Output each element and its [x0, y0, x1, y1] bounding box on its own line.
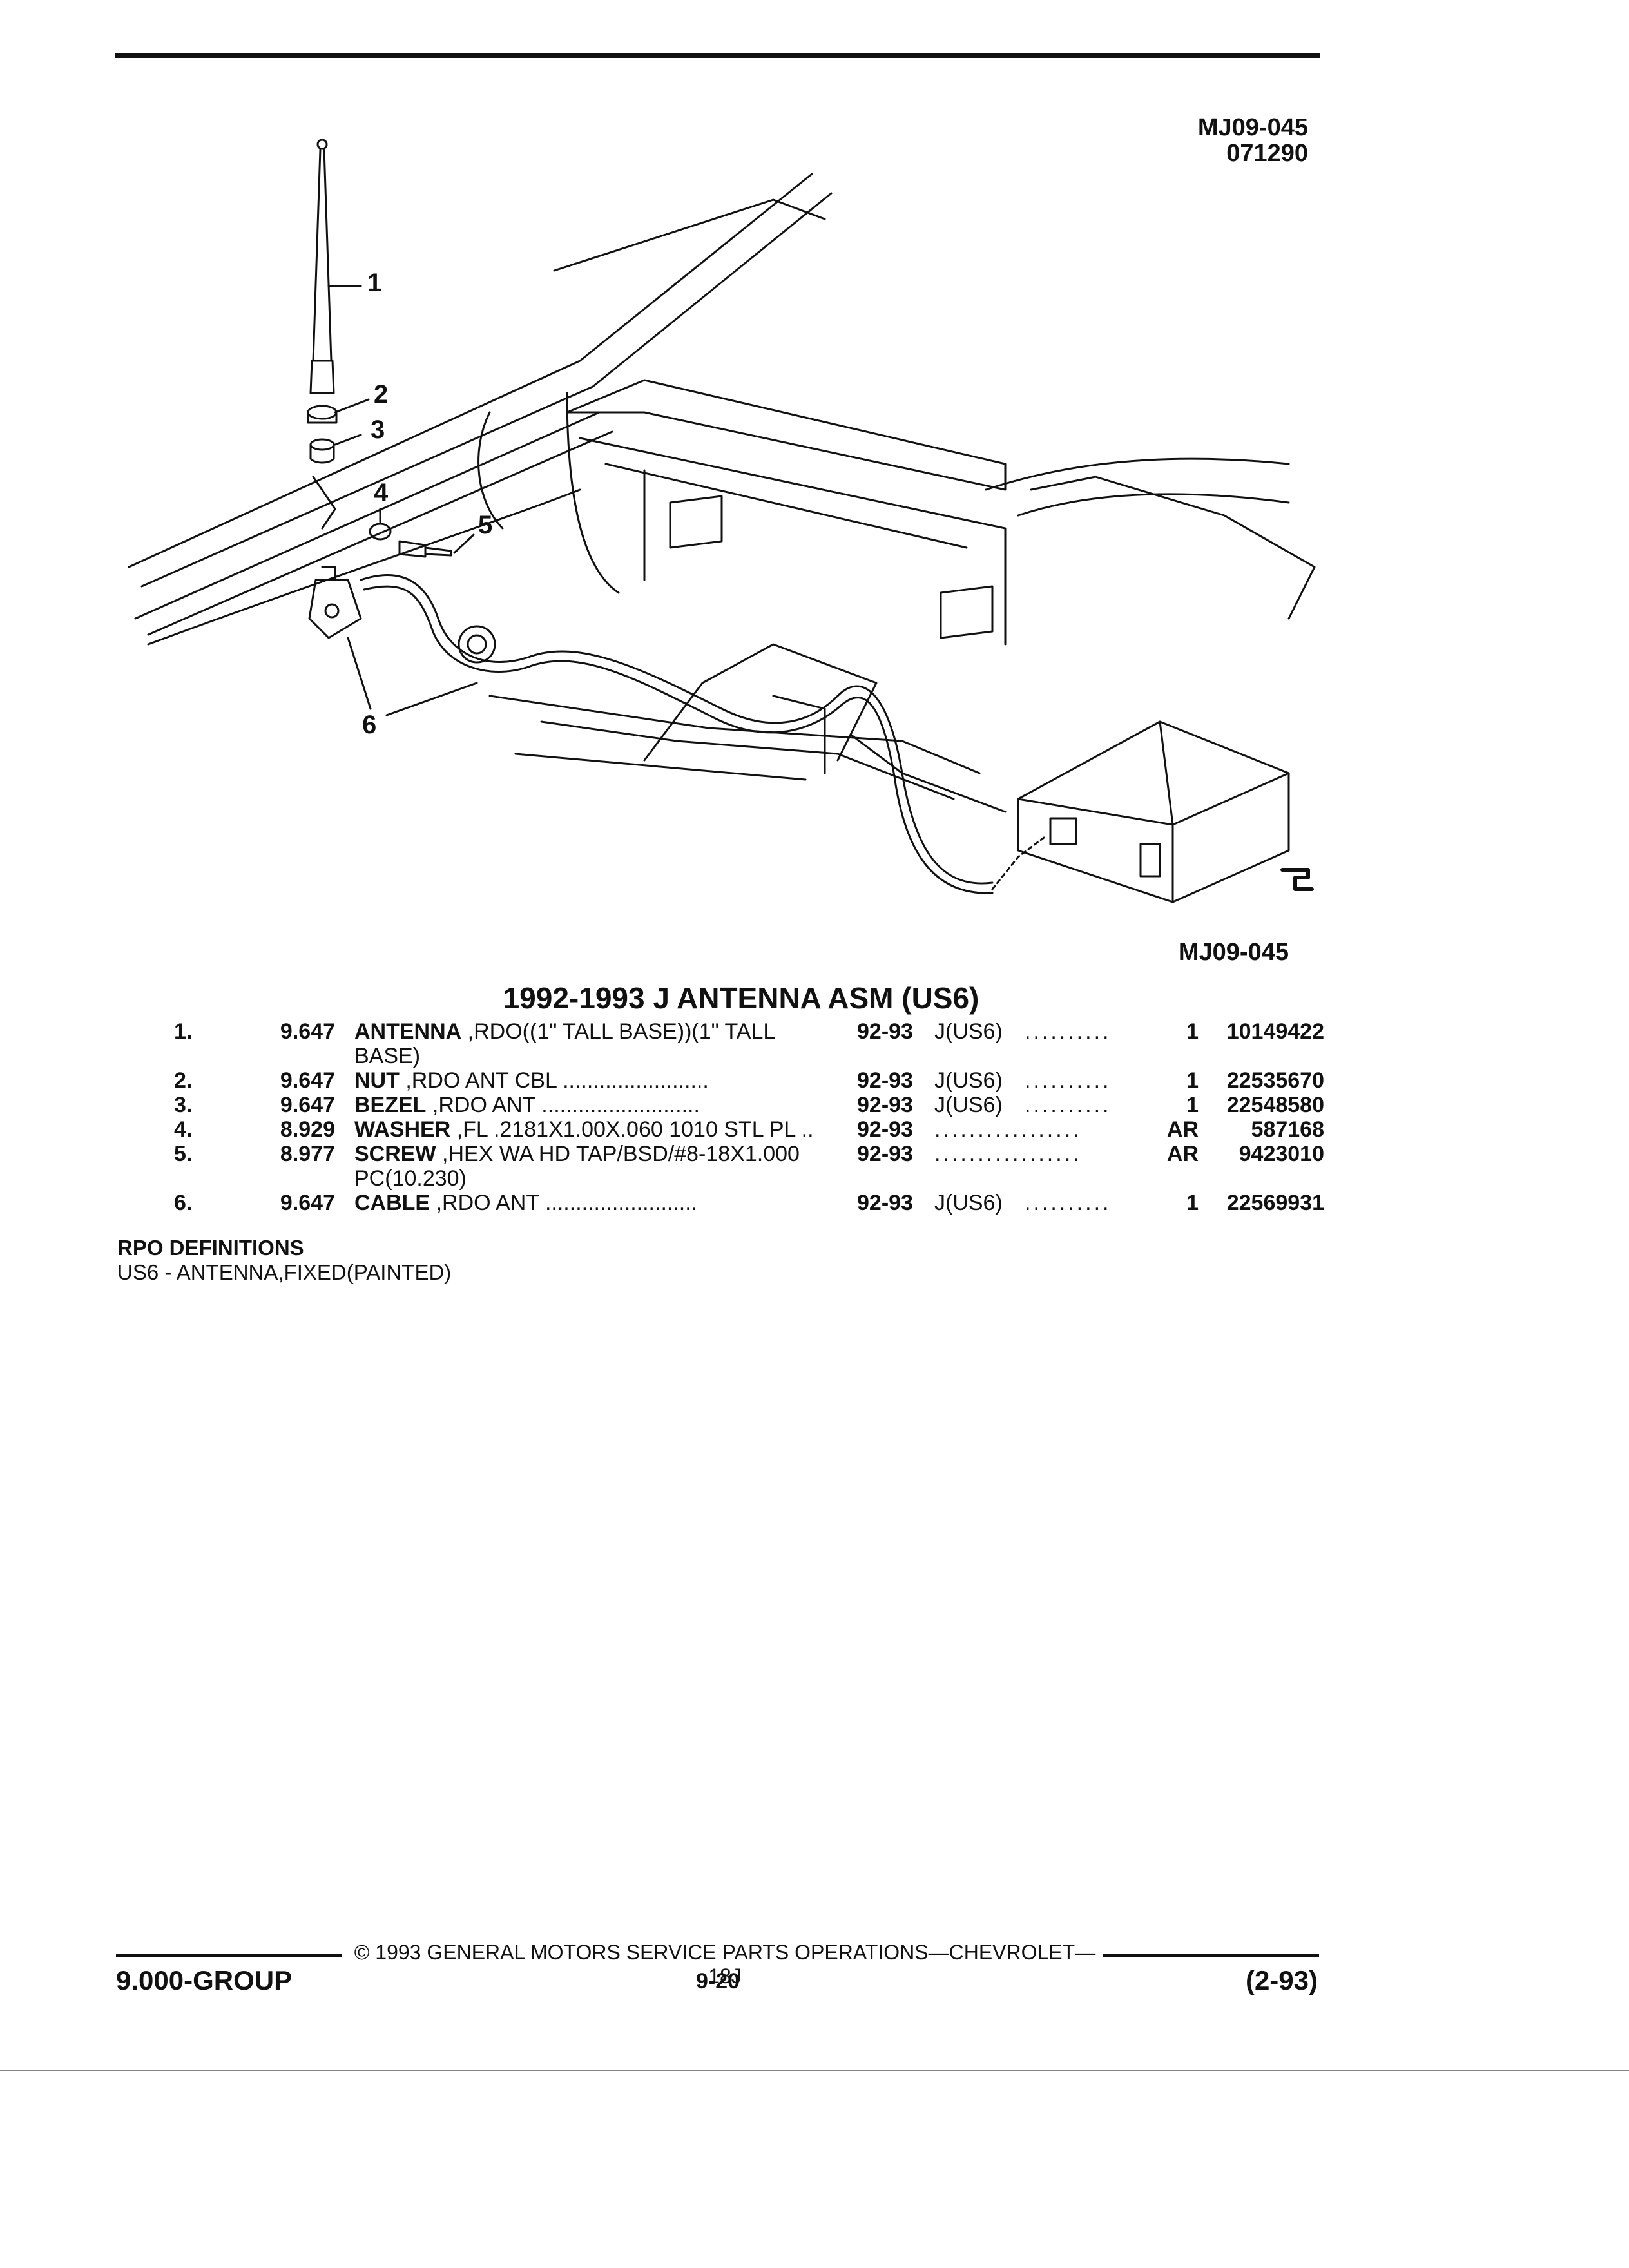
model-code: J(US6)	[934, 1068, 1003, 1093]
part-description: CABLE ,RDO ANT .........................	[354, 1191, 851, 1215]
rpo-definitions: RPO DEFINITIONS US6 - ANTENNA,FIXED(PAIN…	[117, 1236, 451, 1285]
parts-row: 4. 8.929 WASHER ,FL .2181X1.00X.060 1010…	[142, 1117, 1327, 1142]
quantity: 1	[1186, 1019, 1199, 1044]
parts-row: 3. 9.647 BEZEL ,RDO ANT ................…	[142, 1093, 1327, 1117]
model-code: J(US6)	[934, 1019, 1003, 1044]
bottom-rule	[0, 2070, 1629, 2071]
group-number: 9.647	[280, 1068, 335, 1093]
section-title: 1992-1993 J ANTENNA ASM (US6)	[503, 981, 979, 1015]
item-number: 4.	[174, 1117, 193, 1142]
part-detail: ,FL .2181X1.00X.060 1010 STL PL ..	[456, 1117, 814, 1142]
parts-row: 6. 9.647 CABLE ,RDO ANT ................…	[142, 1191, 1327, 1215]
part-description: SCREW ,HEX WA HD TAP/BSD/#8-18X1.000 PC(…	[354, 1142, 851, 1191]
parts-row: 2. 9.647 NUT ,RDO ANT CBL ..............…	[142, 1068, 1327, 1093]
page-number: 9-20	[695, 1969, 740, 1994]
group-number: 9.647	[280, 1019, 335, 1044]
quantity: 1	[1186, 1068, 1199, 1093]
part-detail: ,RDO ANT ..........................	[432, 1093, 700, 1117]
part-name: CABLE	[354, 1191, 430, 1215]
rpo-heading: RPO DEFINITIONS	[117, 1236, 304, 1260]
leader-dots: ..........	[1025, 1019, 1112, 1044]
part-name: SCREW	[354, 1142, 436, 1166]
year-range: 92-93	[857, 1191, 913, 1215]
footer-group: 9.000-GROUP	[116, 1965, 293, 1995]
item-number: 6.	[174, 1191, 193, 1215]
footer-rule-left	[116, 1954, 342, 1957]
item-number: 2.	[174, 1068, 193, 1093]
part-detail: ,RDO((1" TALL BASE))(1" TALL	[467, 1019, 776, 1044]
leader-dots: ..........	[1025, 1191, 1112, 1215]
year-range: 92-93	[857, 1019, 913, 1044]
year-range: 92-93	[857, 1142, 913, 1166]
callout-4: 4	[374, 479, 389, 507]
callout-2: 2	[374, 380, 388, 408]
item-number: 1.	[174, 1019, 193, 1044]
callout-6: 6	[362, 711, 376, 739]
quantity: 1	[1186, 1191, 1199, 1215]
leader-dots: .................	[934, 1117, 1082, 1142]
part-number: 22535670	[1226, 1068, 1324, 1093]
antenna-exploded-illustration: 1 2 3 4 5 6	[128, 139, 1316, 903]
item-number: 3.	[174, 1093, 193, 1117]
year-range: 92-93	[857, 1117, 913, 1142]
drawing-date: 071290	[1226, 140, 1308, 167]
year-range: 92-93	[857, 1093, 913, 1117]
quantity: 1	[1186, 1093, 1199, 1117]
part-name: ANTENNA	[354, 1019, 462, 1044]
callout-3: 3	[371, 416, 385, 444]
top-rule	[115, 53, 1320, 58]
model-code: J(US6)	[934, 1191, 1003, 1215]
part-name: NUT	[354, 1068, 400, 1093]
part-number: 587168	[1251, 1117, 1324, 1142]
part-name: BEZEL	[354, 1093, 427, 1117]
group-number: 8.977	[280, 1142, 335, 1166]
item-number: 5.	[174, 1142, 193, 1166]
part-number: 22569931	[1226, 1191, 1324, 1215]
group-number: 9.647	[280, 1093, 335, 1117]
part-detail: ,RDO ANT CBL ........................	[405, 1068, 709, 1093]
rpo-definition: US6 - ANTENNA,FIXED(PAINTED)	[117, 1260, 452, 1284]
callout-1: 1	[367, 269, 381, 297]
part-number: 22548580	[1226, 1093, 1324, 1117]
quantity: AR	[1166, 1117, 1199, 1142]
part-description: ANTENNA ,RDO((1" TALL BASE))(1" TALL BAS…	[354, 1019, 851, 1068]
copyright-line: © 1993 GENERAL MOTORS SERVICE PARTS OPER…	[354, 1941, 1096, 1988]
leader-dots: ..........	[1025, 1093, 1112, 1117]
part-description: WASHER ,FL .2181X1.00X.060 1010 STL PL .…	[354, 1117, 851, 1142]
part-name: WASHER	[354, 1117, 451, 1142]
parts-row: 5. 8.977 SCREW ,HEX WA HD TAP/BSD/#8-18X…	[142, 1142, 1327, 1191]
part-detail: ,RDO ANT .........................	[436, 1191, 698, 1215]
model-code: J(US6)	[934, 1093, 1003, 1117]
group-number: 9.647	[280, 1191, 335, 1215]
part-detail-cont: BASE)	[354, 1044, 421, 1068]
leader-dots: ..........	[1025, 1068, 1112, 1093]
drawing-code: MJ09-045 071290	[1095, 115, 1308, 166]
quantity: AR	[1166, 1142, 1199, 1166]
illustration-code: MJ09-045	[1178, 939, 1289, 966]
part-detail: ,HEX WA HD TAP/BSD/#8-18X1.000	[442, 1142, 800, 1166]
leader-dots: .................	[934, 1142, 1082, 1166]
group-number: 8.929	[280, 1117, 335, 1142]
callout-5: 5	[478, 511, 492, 539]
part-description: BEZEL ,RDO ANT .........................…	[354, 1093, 851, 1117]
revision-code: (2-93)	[1245, 1965, 1318, 1995]
parts-list: 1. 9.647 ANTENNA ,RDO((1" TALL BASE))(1"…	[142, 1019, 1327, 1215]
part-number: 9423010	[1239, 1142, 1324, 1166]
parts-row: 1. 9.647 ANTENNA ,RDO((1" TALL BASE))(1"…	[142, 1019, 1327, 1068]
part-number: 10149422	[1226, 1019, 1324, 1044]
part-detail-cont: PC(10.230)	[354, 1166, 467, 1191]
footer-rule-right	[1103, 1954, 1319, 1957]
year-range: 92-93	[857, 1068, 913, 1093]
drawing-id: MJ09-045	[1197, 114, 1308, 141]
part-description: NUT ,RDO ANT CBL .......................…	[354, 1068, 851, 1093]
